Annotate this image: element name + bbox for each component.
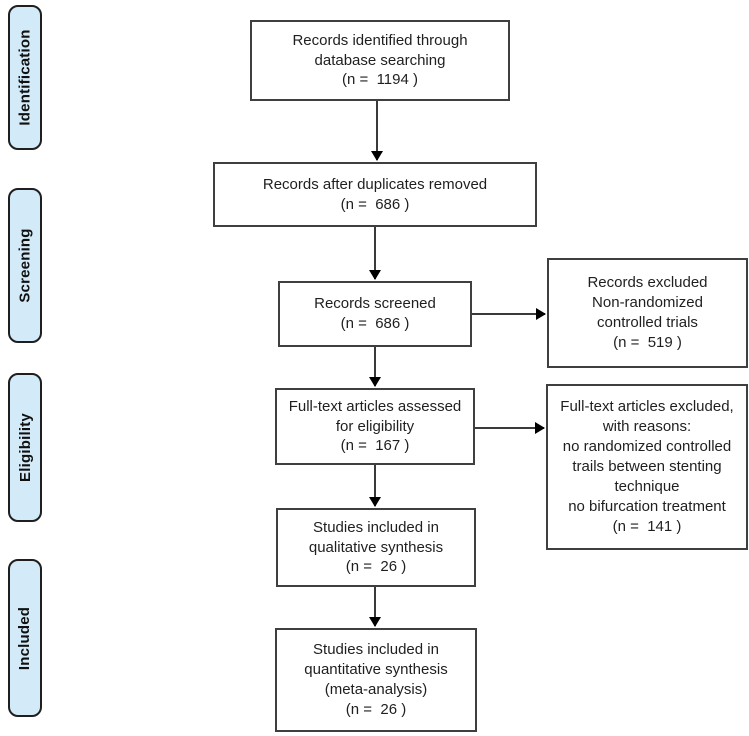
arrow-down-icon [369, 587, 381, 627]
arrow-down-icon [369, 347, 381, 387]
box-qualitative-synthesis-text: Studies included in qualitative synthesi… [308, 518, 444, 576]
stage-eligibility: Eligibility [8, 373, 42, 522]
arrow-down-icon [371, 101, 383, 161]
box-fulltext-excluded: Full-text articles excluded, with reason… [546, 384, 748, 550]
stage-screening: Screening [8, 188, 42, 343]
box-fulltext-excluded-text: Full-text articles excluded, with reason… [560, 398, 734, 535]
box-quantitative-synthesis: Studies included in quantitative synthes… [275, 628, 477, 732]
box-fulltext-assessed-text: Full-text articles assessed for eligibil… [288, 397, 462, 455]
stage-identification: Identification [8, 5, 42, 150]
stage-eligibility-label: Eligibility [16, 413, 34, 482]
box-quantitative-synthesis-text: Studies included in quantitative synthes… [304, 641, 448, 718]
box-records-identified-text: Records identified through database sear… [292, 31, 468, 89]
box-records-screened: Records screened (n = 686 ) [278, 281, 472, 347]
stage-included-label: Included [16, 606, 34, 670]
arrow-down-icon [369, 227, 381, 280]
box-qualitative-synthesis: Studies included in qualitative synthesi… [276, 508, 476, 587]
box-records-identified: Records identified through database sear… [250, 20, 510, 101]
arrow-right-icon [475, 422, 545, 434]
stage-identification-label: Identification [16, 29, 34, 126]
stage-included: Included [8, 559, 42, 717]
box-fulltext-assessed: Full-text articles assessed for eligibil… [275, 388, 475, 465]
box-duplicates-removed: Records after duplicates removed (n = 68… [213, 162, 537, 227]
box-records-screened-text: Records screened (n = 686 ) [314, 295, 436, 332]
box-duplicates-removed-text: Records after duplicates removed (n = 68… [262, 175, 488, 213]
box-records-excluded-text: Records excluded Non-randomized controll… [587, 274, 708, 351]
stage-screening-label: Screening [16, 228, 34, 303]
arrow-down-icon [369, 465, 381, 507]
box-records-excluded: Records excluded Non-randomized controll… [547, 258, 748, 368]
arrow-right-icon [472, 308, 546, 320]
